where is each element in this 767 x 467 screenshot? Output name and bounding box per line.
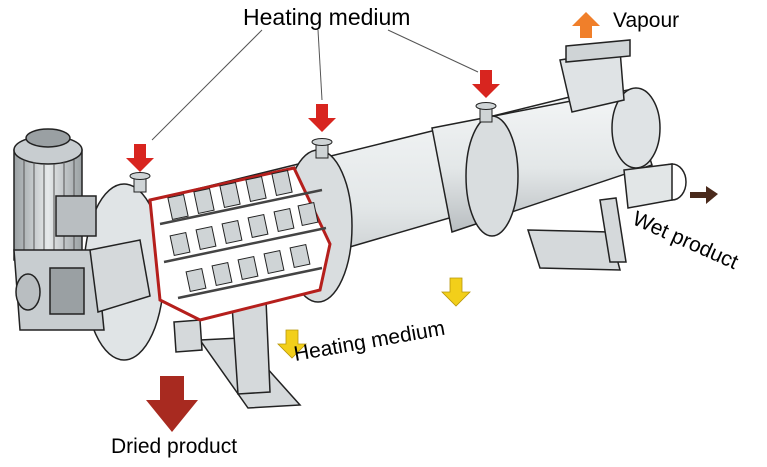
heating-outlet-arrows	[277, 277, 471, 359]
heating-nozzles	[129, 102, 497, 193]
vapour-label: Vapour	[613, 9, 680, 32]
support-legs	[173, 197, 627, 409]
wet-product-arrow	[690, 186, 718, 204]
heating-inlet-arrow-2	[308, 104, 336, 132]
dried-product-arrow	[146, 376, 198, 432]
cutaway	[148, 166, 332, 322]
motor	[13, 128, 151, 331]
heating-inlet-arrow-1	[126, 144, 154, 172]
leader-lines	[151, 29, 479, 141]
vapour-arrow	[572, 12, 600, 38]
heating-outlet-arrow-2	[441, 277, 471, 307]
heating-inlet-arrows	[126, 70, 500, 172]
heating-outlet-arrow-1	[277, 329, 307, 359]
heating-medium-label-top: Heating medium	[243, 4, 411, 30]
heating-inlet-arrow-3	[472, 70, 500, 98]
dried-product-label: Dried product	[111, 435, 238, 458]
